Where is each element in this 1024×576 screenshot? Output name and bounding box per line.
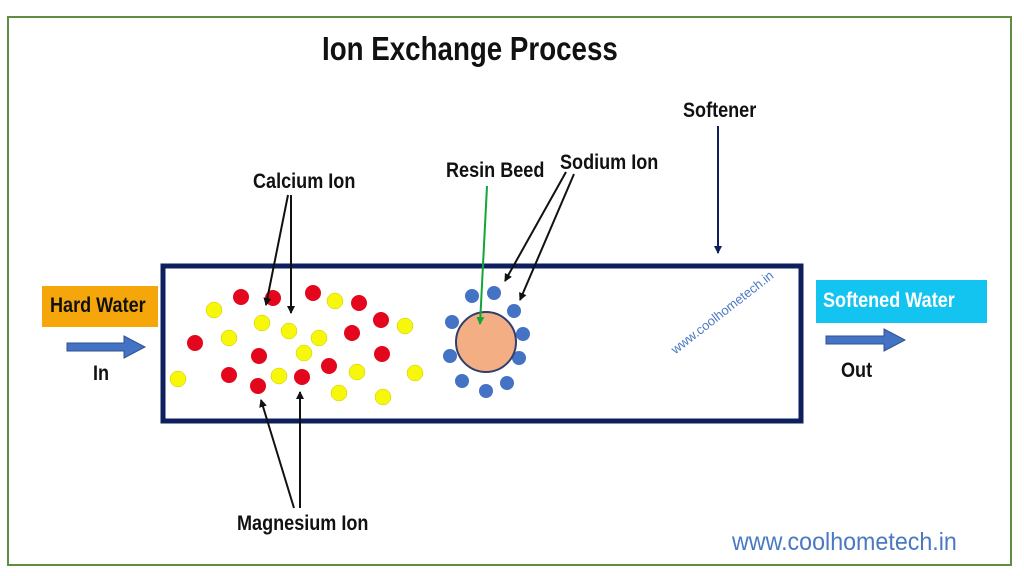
sodium-ion — [500, 376, 514, 390]
sodium-ion — [445, 315, 459, 329]
magnesium-ion — [233, 289, 249, 305]
magnesium-ion — [351, 295, 367, 311]
magnesium-pointer-arrow — [259, 399, 295, 509]
outflow-label: Out — [841, 359, 873, 382]
magnesium-ion — [294, 369, 310, 385]
calcium-ion — [169, 370, 187, 388]
calcium-ion-label: Calcium Ion — [253, 170, 356, 193]
hard-water-ions — [169, 285, 424, 406]
sodium-ion-label: Sodium Ion — [560, 151, 659, 174]
softened-water-label: Softened Water — [823, 289, 955, 312]
magnesium-ion — [344, 325, 360, 341]
sodium-ion — [479, 384, 493, 398]
resin-pointer-arrow — [476, 185, 488, 325]
calcium-ion — [326, 292, 344, 310]
magnesium-ion — [305, 285, 321, 301]
hard-water-box: Hard Water — [42, 286, 158, 327]
resin-bead-label: Resin Beed — [446, 159, 545, 182]
calcium-ion — [396, 317, 414, 335]
magnesium-ion — [251, 348, 267, 364]
calcium-ion — [310, 329, 328, 347]
magnesium-ion — [321, 358, 337, 374]
sodium-ion — [443, 349, 457, 363]
magnesium-ion — [221, 367, 237, 383]
calcium-pointer-arrow — [263, 194, 289, 306]
calcium-ion — [253, 314, 271, 332]
magnesium-ion — [373, 312, 389, 328]
website-watermark: www.coolhometech.in — [732, 528, 957, 556]
calcium-ion — [295, 344, 313, 362]
magnesium-ion — [250, 378, 266, 394]
calcium-ion — [330, 384, 348, 402]
calcium-ion — [205, 301, 223, 319]
sodium-pointer-arrow — [519, 173, 575, 301]
calcium-ion — [348, 363, 366, 381]
sodium-ion — [465, 289, 479, 303]
diagram-title: Ion Exchange Process — [322, 30, 618, 67]
sodium-ion — [487, 286, 501, 300]
calcium-ion — [374, 388, 392, 406]
sodium-ion — [516, 327, 530, 341]
resin-bead-group — [443, 286, 530, 398]
hard-water-label: Hard Water — [50, 294, 146, 317]
sodium-ion — [455, 374, 469, 388]
sodium-pointer-arrow — [504, 171, 567, 282]
pointer-arrows — [259, 126, 722, 509]
sodium-ion — [512, 351, 526, 365]
magnesium-ion — [187, 335, 203, 351]
resin-bead — [455, 311, 517, 373]
softened-water-box: Softened Water — [816, 280, 987, 323]
calcium-ion — [280, 322, 298, 340]
inflow-label: In — [93, 362, 110, 385]
calcium-ion — [220, 329, 238, 347]
inflow-arrow — [66, 335, 147, 359]
magnesium-ion — [374, 346, 390, 362]
outflow-arrow — [825, 328, 907, 352]
sodium-ion — [507, 304, 521, 318]
calcium-ion — [406, 364, 424, 382]
softener-label: Softener — [683, 99, 757, 122]
calcium-ion — [270, 367, 288, 385]
magnesium-ion-label: Magnesium Ion — [237, 512, 369, 535]
